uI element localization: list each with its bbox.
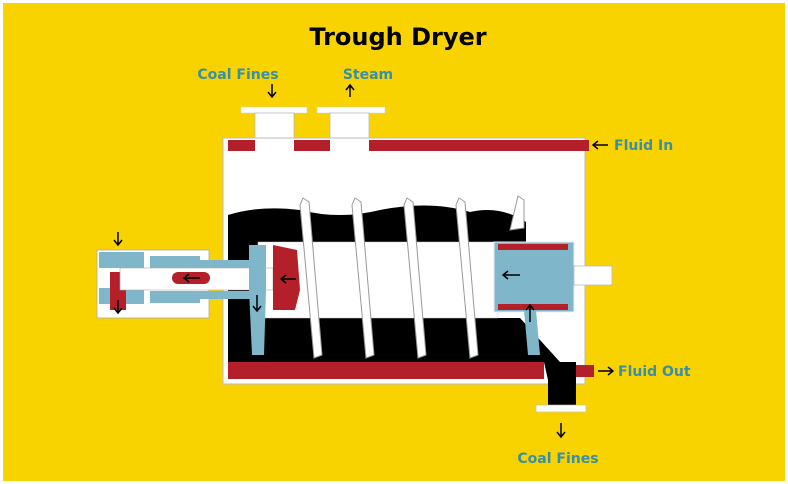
rotary-joint	[96, 232, 300, 355]
screw-flights	[299, 195, 525, 359]
drive-shaft-stub	[573, 265, 613, 286]
arrow-down-icon	[113, 232, 123, 247]
arrow-left-icon	[591, 140, 608, 150]
fluid-out-port	[576, 365, 594, 377]
arrow-up-icon	[525, 303, 535, 322]
arrow-down-icon	[113, 300, 123, 315]
label-fluid-out: Fluid Out	[618, 364, 691, 380]
top-jacket	[228, 140, 589, 151]
right-hub	[493, 241, 613, 355]
discharge-flange	[535, 404, 587, 413]
arrow-right-icon	[598, 366, 615, 376]
arrow-down-icon	[267, 84, 277, 99]
label-steam: Steam	[343, 67, 393, 83]
arrow-left-icon	[501, 270, 520, 280]
arrow-down-icon	[556, 423, 566, 439]
label-coal-fines-in: Coal Fines	[197, 67, 278, 83]
arrow-up-icon	[345, 83, 355, 97]
diagram-title: Trough Dryer	[309, 23, 486, 51]
label-coal-fines-out: Coal Fines	[517, 451, 598, 467]
bottom-jacket	[228, 362, 544, 379]
label-fluid-in: Fluid In	[614, 138, 673, 154]
coal-material-top	[228, 205, 526, 242]
